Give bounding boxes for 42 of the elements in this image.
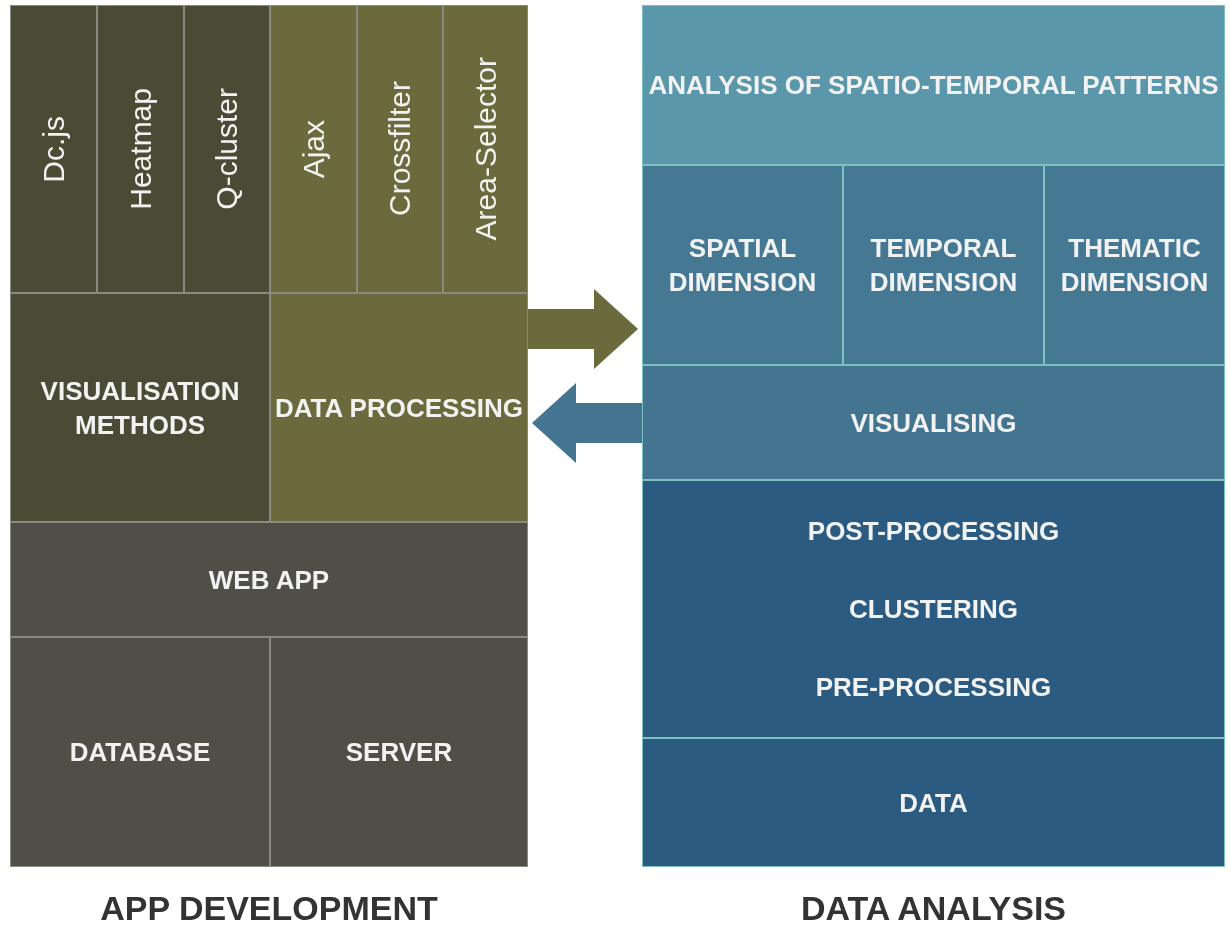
block-label: DATA	[899, 786, 968, 820]
block-label: TEMPORAL DIMENSION	[868, 232, 1019, 299]
block-label: VISUALISATION METHODS	[39, 374, 241, 442]
stack-block	[642, 365, 1225, 480]
stack-block	[642, 165, 843, 365]
block-label: POST-PROCESSING	[807, 515, 1060, 548]
stack-block	[270, 637, 528, 867]
block-label: VISUALISING	[850, 406, 1017, 440]
block-arrow	[532, 383, 642, 463]
block-label: Crossfilter	[383, 81, 417, 217]
rotated-label-block	[443, 5, 528, 293]
stack-block	[642, 738, 1225, 867]
stack-block	[10, 522, 528, 637]
rotated-label-block	[97, 5, 184, 293]
rotated-label-block	[10, 5, 97, 293]
block-label: DATABASE	[69, 736, 211, 769]
block-label: ANALYSIS OF SPATIO-TEMPORAL PATTERNS	[648, 69, 1219, 102]
rotated-label-block	[270, 5, 357, 293]
block-label: CLUSTERING	[849, 593, 1018, 626]
block-label: Area-Selector	[468, 57, 503, 241]
block-label: SERVER	[345, 736, 453, 769]
stack-block	[642, 480, 1225, 738]
block-label: Ajax	[296, 119, 331, 179]
block-label: Dc.js	[36, 115, 71, 183]
block-label: DATA PROCESSING	[275, 391, 523, 425]
block-arrow	[528, 289, 638, 369]
stack-block	[270, 293, 528, 522]
block-label: Heatmap	[123, 88, 158, 210]
stack-block	[1044, 165, 1225, 365]
stack-block	[642, 5, 1225, 165]
rotated-label-block	[357, 5, 443, 293]
block-label: THEMATIC DIMENSION	[1059, 232, 1210, 299]
section-title: APP DEVELOPMENT	[99, 889, 439, 926]
block-label: PRE-PROCESSING	[815, 671, 1052, 704]
stack-block	[843, 165, 1044, 365]
block-label: Q-cluster	[210, 88, 244, 210]
stack-block	[10, 637, 270, 867]
stack-block	[10, 293, 270, 522]
rotated-label-block	[184, 5, 270, 293]
block-label: SPATIAL DIMENSION	[667, 232, 818, 299]
block-label: WEB APP	[208, 563, 330, 597]
section-title: DATA ANALYSIS	[799, 889, 1068, 926]
